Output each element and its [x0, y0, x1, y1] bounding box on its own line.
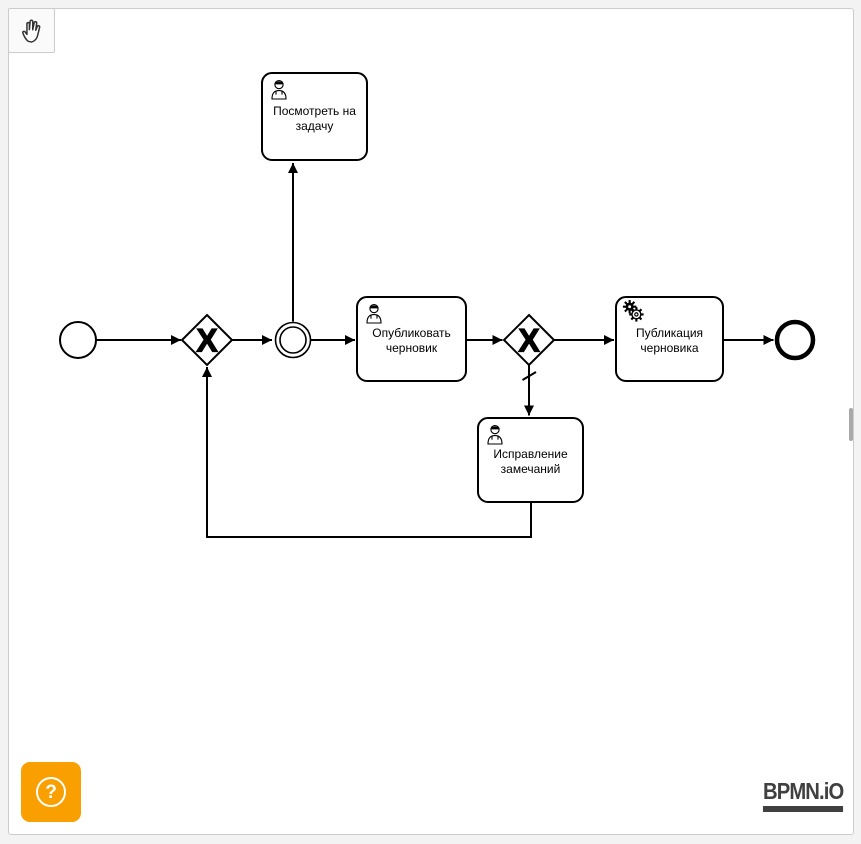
gateway-x-marker: X	[518, 323, 540, 359]
help-label: ?	[45, 781, 57, 803]
bpmn-canvas[interactable]	[8, 8, 854, 835]
end-event[interactable]	[774, 319, 816, 361]
default-flow-marker	[521, 371, 537, 381]
question-circle-icon: ?	[36, 777, 66, 807]
flow-task-fix-to-gateway1[interactable]	[202, 367, 532, 538]
exclusive-gateway-1[interactable]: X	[180, 313, 234, 367]
start-event[interactable]	[59, 321, 97, 359]
bpmn-io-logo[interactable]: BPMN.iO	[762, 778, 844, 812]
hand-icon	[21, 18, 40, 43]
task-publish[interactable]	[356, 296, 467, 382]
hand-tool-button[interactable]	[13, 12, 51, 50]
palette	[8, 8, 55, 53]
task-publication[interactable]	[615, 296, 724, 382]
task-view[interactable]	[261, 72, 368, 161]
sequence-flows	[96, 163, 774, 538]
task-fix[interactable]	[477, 417, 584, 503]
help-button[interactable]: ?	[21, 762, 81, 822]
vertical-scrollbar[interactable]	[849, 408, 853, 441]
intermediate-event[interactable]	[274, 321, 312, 359]
exclusive-gateway-2[interactable]: X	[502, 313, 556, 367]
logo-text: BPMN.iO	[762, 778, 844, 804]
gateway-x-marker: X	[196, 323, 218, 359]
flow-gateway2-to-task-fix[interactable]	[521, 365, 537, 416]
